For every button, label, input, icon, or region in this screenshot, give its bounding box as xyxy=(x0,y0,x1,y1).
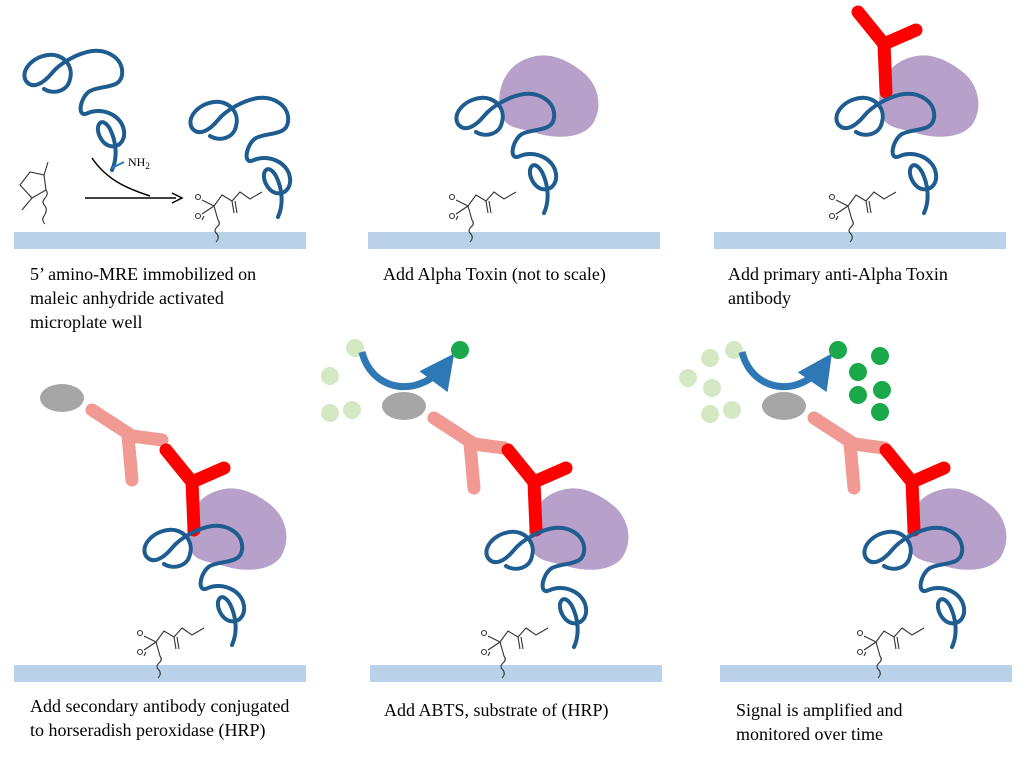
microplate-bar xyxy=(14,232,306,249)
colored-product xyxy=(829,341,891,421)
abts-substrate xyxy=(679,341,743,423)
microplate-bar xyxy=(368,232,660,249)
panel-6-signal-amplified xyxy=(679,341,1012,682)
secondary-antibody xyxy=(92,410,162,480)
panel-5-abts-substrate xyxy=(321,339,662,682)
microplate-bar xyxy=(720,665,1012,682)
hrp-enzyme xyxy=(40,384,84,412)
maleic-anhydride xyxy=(19,161,49,225)
conversion-arrow xyxy=(738,350,832,393)
microplate-bar xyxy=(370,665,662,682)
panel-2-alpha-toxin xyxy=(368,55,660,249)
bound-aptamer xyxy=(188,95,293,219)
free-aptamer xyxy=(22,48,127,172)
conversion-arrow xyxy=(358,350,455,393)
panel-3-primary-antibody xyxy=(714,12,1006,249)
reaction-curve xyxy=(91,157,151,197)
hrp-enzyme xyxy=(382,392,426,420)
caption-panel-4: Add secondary antibody conjugated to hor… xyxy=(30,696,290,740)
secondary-antibody xyxy=(434,418,504,488)
caption-panel-1: 5’ amino-MRE immobilized on maleic anhyd… xyxy=(30,264,257,332)
caption-panel-3: Add primary anti-Alpha Toxin antibody xyxy=(728,264,948,308)
colored-product xyxy=(451,341,469,359)
secondary-antibody xyxy=(814,418,884,488)
amine-label: NH2 xyxy=(128,155,150,171)
caption-panel-6: Signal is amplified and monitored over t… xyxy=(736,700,903,744)
caption-panel-5: Add ABTS, substrate of (HRP) xyxy=(384,700,609,720)
abts-substrate xyxy=(321,339,364,422)
microplate-bar xyxy=(714,232,1006,249)
panel-1-immobilization: NH2 xyxy=(14,48,306,249)
caption-panel-2: Add Alpha Toxin (not to scale) xyxy=(383,264,606,284)
amine-linker-line xyxy=(111,161,125,169)
hrp-enzyme xyxy=(762,392,806,420)
panel-4-secondary-antibody xyxy=(14,384,306,682)
